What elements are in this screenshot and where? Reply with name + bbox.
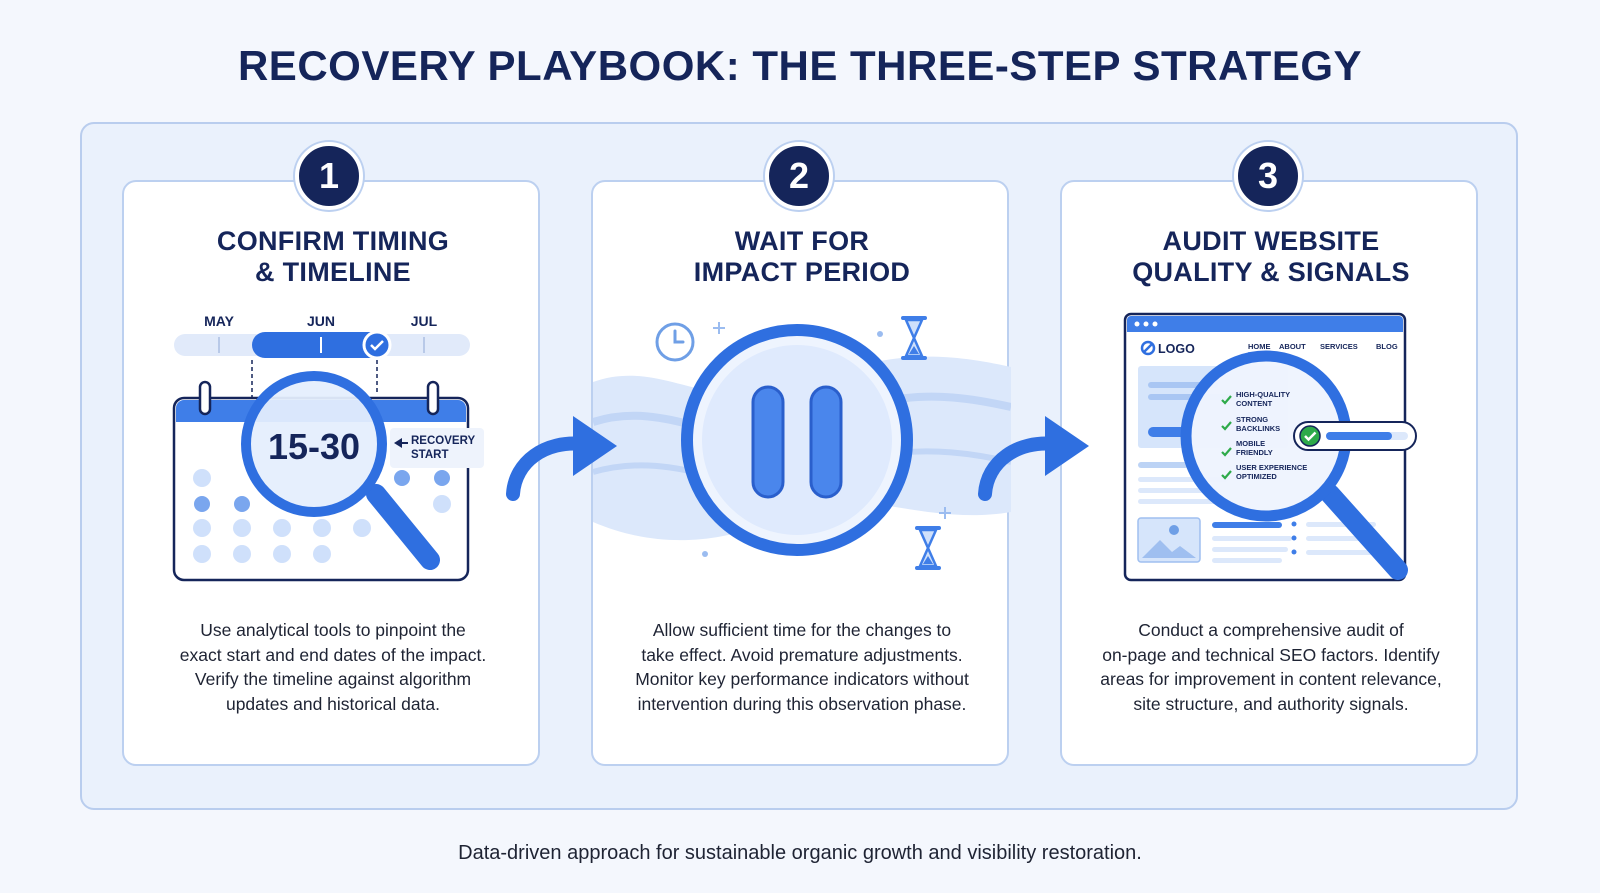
- check-icon: [1221, 421, 1232, 431]
- step-card-1: CONFIRM TIMING & TIMELINE MAY JUN JUL: [122, 180, 540, 766]
- step-1-badge: 1: [295, 142, 363, 210]
- nav-about[interactable]: ABOUT: [1279, 342, 1306, 351]
- checklist-item-4-line1: USER EXPERIENCE: [1236, 463, 1307, 472]
- month-label-jul: JUL: [411, 313, 438, 329]
- image-placeholder-icon: [1137, 517, 1201, 563]
- nav-blog[interactable]: BLOG: [1376, 342, 1398, 351]
- website-audit-illustration: LOGO HOME ABOUT SERVICES BLOG: [1123, 312, 1417, 582]
- step-3-title: AUDIT WEBSITE QUALITY & SIGNALS: [1132, 226, 1410, 287]
- site-logo-text: LOGO: [1158, 342, 1195, 356]
- check-icon: [362, 330, 392, 360]
- step-2-badge: 2: [765, 142, 833, 210]
- clock-icon: [655, 322, 695, 362]
- magnifier-handle: [1320, 484, 1408, 580]
- hourglass-icon: [901, 316, 927, 360]
- step-1-description: Use analytical tools to pinpoint the exa…: [179, 620, 487, 714]
- step-2-description: Allow sufficient time for the changes to…: [635, 620, 969, 714]
- checklist-item-4-line2: OPTIMIZED: [1236, 472, 1277, 481]
- hourglass-icon-2: [915, 526, 941, 570]
- score-bar-fill: [1326, 432, 1392, 440]
- step-3-badge: 3: [1234, 142, 1302, 210]
- arrow-left-icon: [394, 438, 402, 448]
- check-icon: [1221, 470, 1232, 480]
- arrow-right-icon-2: [978, 416, 1089, 501]
- checklist-item-2-line2: BACKLINKS: [1236, 424, 1280, 433]
- recovery-label-line2: START: [411, 449, 448, 461]
- pause-bar-right: [809, 385, 843, 499]
- magnifier-handle: [366, 484, 440, 570]
- checklist-item-1-line1: HIGH-QUALITY: [1236, 390, 1290, 399]
- footer-caption: Data-driven approach for sustainable org…: [458, 842, 1142, 864]
- month-label-may: MAY: [204, 313, 234, 329]
- nav-services[interactable]: SERVICES: [1320, 342, 1358, 351]
- pause-illustration: [593, 316, 1011, 570]
- step-3-description: Conduct a comprehensive audit of on-page…: [1100, 620, 1442, 714]
- check-circle-icon: [1299, 425, 1321, 447]
- month-label-jun: JUN: [307, 313, 335, 329]
- check-icon: [1221, 395, 1232, 405]
- arrow-right-icon: [506, 416, 617, 501]
- checklist-item-3-line1: MOBILE: [1236, 439, 1265, 448]
- page-title: RECOVERY PLAYBOOK: THE THREE-STEP STRATE…: [237, 42, 1363, 89]
- checklist-item-1-line2: CONTENT: [1236, 399, 1273, 408]
- calendar-illustration: MAY JUN JUL 15-30: [172, 313, 484, 582]
- checklist-item-2-line1: STRONG: [1236, 415, 1268, 424]
- step-card-2: WAIT FOR IMPACT PERIOD: [591, 180, 1011, 766]
- check-icon: [1221, 447, 1232, 457]
- pause-bar-left: [751, 385, 785, 499]
- step-1-title: CONFIRM TIMING & TIMELINE: [216, 226, 450, 287]
- nav-home[interactable]: HOME: [1248, 342, 1271, 351]
- magnifier-icon: [241, 371, 387, 517]
- date-range-label: 15-30: [268, 426, 360, 467]
- step-2-title: WAIT FOR IMPACT PERIOD: [693, 226, 911, 287]
- logo-icon: [1140, 340, 1156, 356]
- checklist-item-3-line2: FRIENDLY: [1236, 448, 1273, 457]
- step-card-3: AUDIT WEBSITE QUALITY & SIGNALS LOGO HOM…: [1060, 180, 1478, 766]
- recovery-label-line1: RECOVERY: [411, 435, 475, 447]
